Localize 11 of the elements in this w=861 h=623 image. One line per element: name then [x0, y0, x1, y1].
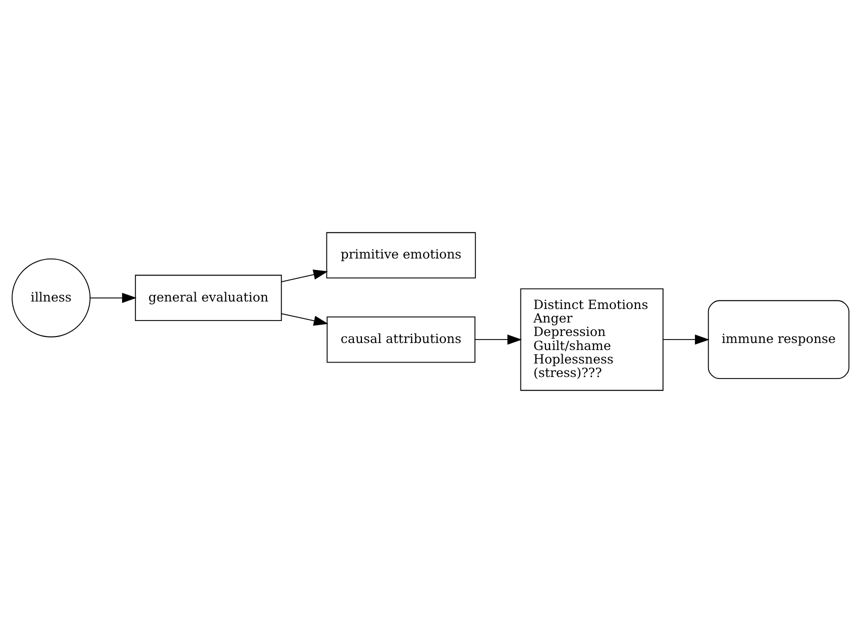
node-circle: illness [12, 258, 91, 338]
node-box: primitive emotions [326, 232, 476, 278]
node-box: immune response [708, 300, 850, 380]
arrow [474, 334, 522, 345]
arrow [662, 334, 710, 345]
node-box: Distinct Emotions Anger Depression Guilt/shame Hoplessness (stress)??? [520, 288, 664, 391]
arrow [90, 292, 137, 303]
node-box: causal attributions [326, 316, 476, 363]
arrow [280, 270, 328, 282]
node-box: general evaluation [134, 274, 282, 322]
arrow [280, 313, 328, 326]
